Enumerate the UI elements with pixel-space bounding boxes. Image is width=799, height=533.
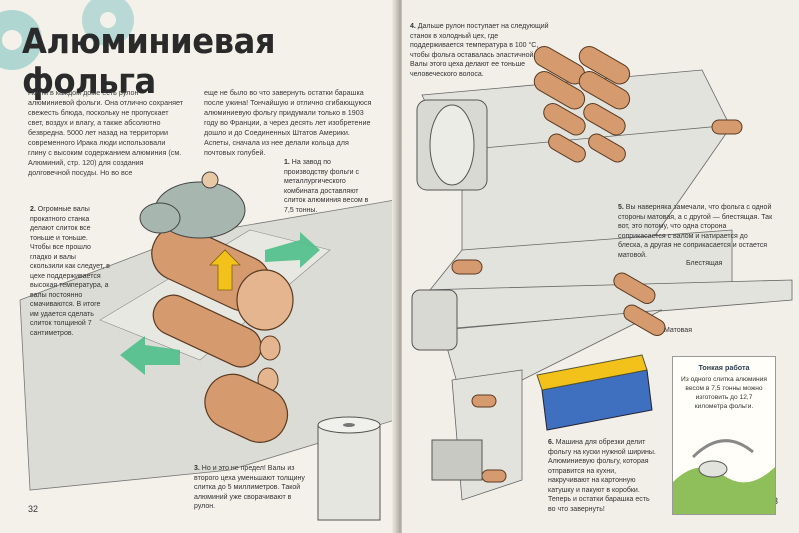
foil-roll-small xyxy=(416,99,488,191)
foil-roll-end xyxy=(411,289,458,351)
green-arrow-left xyxy=(120,336,180,375)
intro-column-2: еще не было во что завернуть остатки бар… xyxy=(204,88,372,157)
fact-box-illustration xyxy=(673,439,775,514)
step-5-number: 5. xyxy=(618,204,624,211)
cold-mill-rollers xyxy=(451,46,743,483)
step-1-caption: 1. На завод по производству фольги с мет… xyxy=(284,158,376,215)
step-6-number: 6. xyxy=(548,439,554,446)
step-5-caption: 5. Вы наверняка замечали, что фольга с о… xyxy=(618,203,773,260)
step-2-text: Огромные валы прокатного станка делают с… xyxy=(30,206,110,337)
green-arrow-right xyxy=(265,232,320,268)
cutting-machine xyxy=(536,354,653,431)
step-2-number: 2. xyxy=(30,206,36,213)
step-1-text: На завод по производству фольги с металл… xyxy=(284,159,369,214)
gear-icon-2 xyxy=(82,0,134,46)
page-number-left: 32 xyxy=(28,504,39,514)
step-3-caption: 3. Но и это не предел! Валы из второго ц… xyxy=(194,464,312,512)
rolling-mill-rollers xyxy=(151,225,294,443)
step-4-number: 4. xyxy=(410,23,416,30)
label-shiny: Блестящая xyxy=(686,260,723,267)
fact-box-title: Тонкая работа xyxy=(698,363,750,372)
step-1-number: 1. xyxy=(284,159,290,166)
hippo-illustration xyxy=(139,171,246,239)
right-page: 4. Дальше рулон поступает на следующий с… xyxy=(402,0,799,533)
step-6-text: Машина для обрезки делит фольгу на куски… xyxy=(548,439,656,513)
packing-box xyxy=(431,439,483,481)
left-illustration xyxy=(0,0,396,521)
step-5-text: Вы наверняка замечали, что фольга с одно… xyxy=(618,204,773,259)
step-6-caption: 6. Машина для обрезки делит фольгу на ку… xyxy=(548,438,656,514)
left-page: Алюминиевая фольга Почти в каждом доме е… xyxy=(0,0,398,533)
step-4-caption: 4. Дальше рулон поступает на следующий с… xyxy=(410,22,550,79)
gear-icon xyxy=(0,10,42,70)
page-title: Алюминиевая фольга xyxy=(22,22,276,102)
step-3-number: 3. xyxy=(194,465,200,472)
intro-column-1: Почти в каждом доме есть рулон алюминиев… xyxy=(28,88,184,177)
right-illustration xyxy=(411,46,793,501)
label-matte: Матовая xyxy=(664,327,692,334)
fact-box: Тонкая работа Из одного слитка алюминия … xyxy=(672,356,776,515)
step-2-caption: 2. Огромные валы прокатного станка делаю… xyxy=(30,205,110,338)
foil-roll xyxy=(317,416,381,521)
fact-box-text: Из одного слитка алюминия весом в 7,5 то… xyxy=(681,376,767,410)
step-3-text: Но и это не предел! Валы из второго цеха… xyxy=(194,465,305,510)
yellow-arrow xyxy=(209,249,241,291)
step-4-text: Дальше рулон поступает на следующий стан… xyxy=(410,23,549,78)
